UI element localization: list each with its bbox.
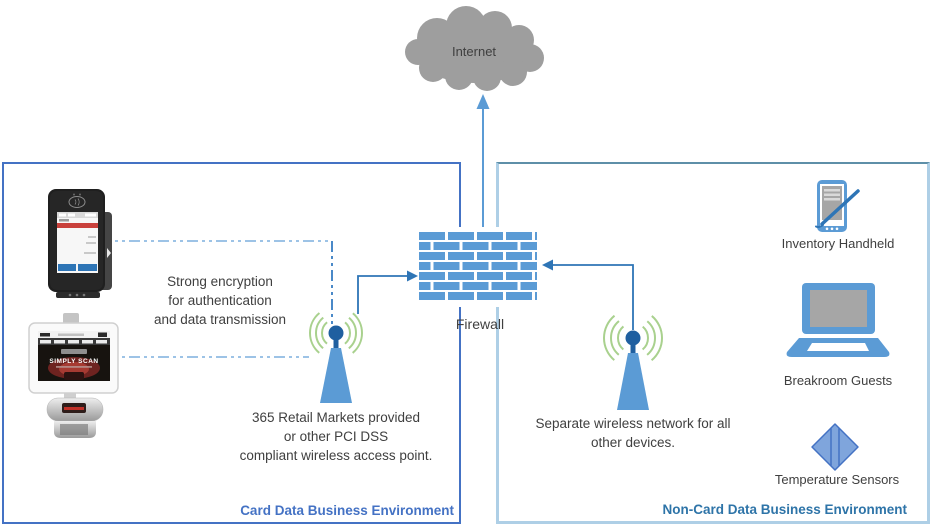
noncard-access-point-note: Separate wireless network for all other … bbox=[535, 416, 731, 450]
card-data-environment-box: Card Data Business Environment bbox=[2, 162, 461, 524]
inventory-handheld-label: Inventory Handheld bbox=[781, 236, 895, 251]
firewall-label: Firewall bbox=[455, 316, 505, 332]
breakroom-laptop-icon bbox=[786, 283, 890, 357]
kiosk-screen-text: SIMPLY SCAN bbox=[49, 358, 98, 365]
internet-cloud-icon bbox=[405, 6, 544, 91]
self-checkout-kiosk-device: SIMPLY SCAN bbox=[28, 313, 119, 438]
card-wireless-access-point-icon bbox=[309, 306, 363, 403]
card-ap-to-firewall-connector bbox=[357, 270, 418, 314]
temperature-sensor-icon bbox=[811, 423, 859, 471]
non-card-zone-title: Non-Card Data Business Environment bbox=[662, 502, 907, 517]
encrypted-wireless-dashed-links bbox=[100, 240, 333, 358]
card-zone-title: Card Data Business Environment bbox=[240, 503, 454, 518]
noncard-wireless-access-point-icon bbox=[603, 308, 663, 410]
firewall-to-internet-arrow bbox=[476, 94, 490, 232]
non-card-data-environment-box: Non-Card Data Business Environment bbox=[496, 162, 930, 524]
payment-terminal-device bbox=[48, 189, 112, 298]
inventory-handheld-icon bbox=[815, 180, 860, 232]
breakroom-guests-label: Breakroom Guests bbox=[783, 373, 893, 388]
encryption-note: Strong encryption for authentication and… bbox=[153, 274, 287, 327]
temperature-sensors-label: Temperature Sensors bbox=[774, 472, 900, 487]
card-access-point-note: 365 Retail Markets provided or other PCI… bbox=[239, 410, 433, 463]
firewall-icon bbox=[414, 227, 542, 307]
firewall-to-noncard-ap-connector bbox=[542, 259, 634, 330]
internet-label: Internet bbox=[451, 44, 497, 59]
